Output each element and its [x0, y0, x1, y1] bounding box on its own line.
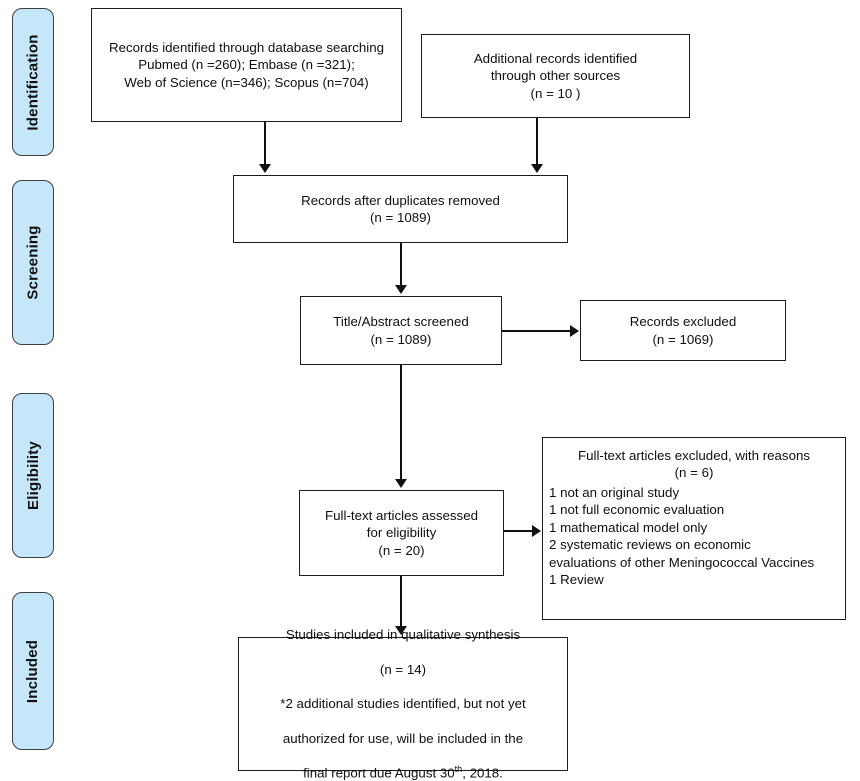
box-duplicates-removed: Records after duplicates removed (n = 10… — [233, 175, 568, 243]
box-records-excluded: Records excluded (n = 1069) — [580, 300, 786, 361]
qualitative-synthesis-line-5a: final report due August 30 — [303, 765, 455, 781]
phase-eligibility: Eligibility — [12, 393, 54, 558]
exclusion-reason-item: 1 Review — [549, 572, 604, 588]
box-title-abstract-screened: Title/Abstract screened (n = 1089) — [300, 296, 502, 365]
box-fulltext-assessed-text: Full-text articles assessed for eligibil… — [325, 508, 478, 558]
arrowhead-database-to-duplicates — [259, 164, 271, 173]
connector-fulltext-to-excluded — [504, 530, 533, 532]
qualitative-synthesis-line-4: authorized for use, will be included in … — [282, 730, 524, 746]
arrowhead-other-sources-to-duplicates — [531, 164, 543, 173]
arrowhead-screened-to-fulltext — [395, 479, 407, 488]
qualitative-synthesis-line-2: (n = 14) — [379, 661, 427, 677]
exclusion-reason-item: 1 not an original study — [549, 484, 680, 500]
ordinal-suffix: th — [454, 764, 463, 775]
phase-identification: Identification — [12, 8, 54, 156]
qualitative-synthesis-line-5: final report due August 30th, 2018. — [280, 764, 525, 781]
qualitative-synthesis-line-5b: , 2018. — [462, 765, 503, 781]
phase-included-label: Included — [24, 639, 42, 703]
phase-screening: Screening — [12, 180, 54, 345]
box-title-abstract-screened-text: Title/Abstract screened (n = 1089) — [333, 314, 469, 347]
phase-eligibility-label: Eligibility — [24, 441, 42, 510]
exclusion-reason-item: 1 not full economic evaluation — [549, 502, 725, 518]
qualitative-synthesis-line-3: *2 additional studies identified, but no… — [280, 696, 526, 712]
connector-screened-to-fulltext — [400, 365, 402, 480]
box-fulltext-excluded-heading: Full-text articles excluded, with reason… — [577, 448, 811, 481]
arrowhead-fulltext-to-excluded — [532, 525, 541, 537]
arrowhead-duplicates-to-screened — [395, 285, 407, 294]
exclusion-reason-item: 2 systematic reviews on economic — [549, 537, 751, 553]
box-database-search-text: Records identified through database sear… — [109, 40, 384, 90]
phase-identification-label: Identification — [24, 33, 42, 131]
box-records-excluded-text: Records excluded (n = 1069) — [629, 314, 737, 347]
box-fulltext-excluded-reasons: 1 not an original study 1 not full econo… — [549, 484, 839, 589]
exclusion-reason-item: 1 mathematical model only — [549, 519, 708, 535]
phase-screening-label: Screening — [24, 225, 42, 300]
box-duplicates-removed-text: Records after duplicates removed (n = 10… — [301, 192, 500, 225]
box-fulltext-excluded: Full-text articles excluded, with reason… — [542, 437, 846, 620]
box-qualitative-synthesis: Studies included in qualitative synthesi… — [238, 627, 568, 781]
box-qualitative-synthesis-text: Studies included in qualitative synthesi… — [280, 609, 525, 781]
connector-fulltext-to-synthesis — [400, 576, 402, 627]
connector-other-sources-to-duplicates — [536, 118, 538, 165]
connector-duplicates-to-screened — [400, 243, 402, 286]
box-other-sources-text: Additional records identified through ot… — [473, 51, 638, 101]
qualitative-synthesis-line-1: Studies included in qualitative synthesi… — [285, 627, 521, 643]
arrowhead-fulltext-to-synthesis — [395, 626, 407, 635]
box-fulltext-assessed: Full-text articles assessed for eligibil… — [299, 490, 504, 576]
connector-screened-to-records-excluded — [502, 330, 571, 332]
exclusion-reason-item: evaluations of other Meningococcal Vacci… — [549, 554, 815, 570]
connector-database-to-duplicates — [264, 122, 266, 165]
box-database-search: Records identified through database sear… — [91, 8, 402, 122]
box-other-sources: Additional records identified through ot… — [421, 34, 690, 118]
arrowhead-screened-to-records-excluded — [570, 325, 579, 337]
phase-included: Included — [12, 592, 54, 750]
